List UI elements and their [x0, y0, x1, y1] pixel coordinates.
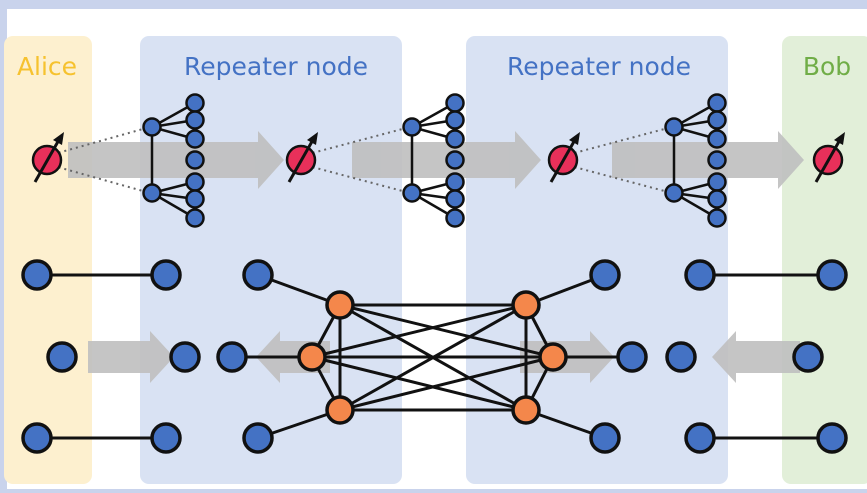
- memory-qubit: [297, 342, 327, 372]
- qubit-nodes: [21, 259, 848, 454]
- matter-qubit: [21, 259, 53, 291]
- matter-qubit: [684, 422, 716, 454]
- spin-qubit-icon: [547, 132, 580, 183]
- transfer-arrow-icon: [712, 331, 800, 383]
- matter-qubit: [816, 259, 848, 291]
- matter-qubit: [816, 422, 848, 454]
- graph-state-icon: [142, 93, 205, 228]
- top-transfer-arrows: [68, 131, 804, 189]
- matter-qubit: [792, 341, 824, 373]
- matter-qubit: [616, 341, 648, 373]
- spin-qubit-icon: [31, 132, 64, 183]
- bob-panel: [782, 36, 867, 484]
- matter-qubit: [665, 341, 697, 373]
- matter-qubit: [150, 259, 182, 291]
- matter-qubit: [150, 422, 182, 454]
- diagram-background: [7, 9, 867, 489]
- spin-photon-links: [46, 126, 673, 194]
- transfer-arrow-icon: [88, 331, 174, 383]
- matter-qubit: [589, 259, 621, 291]
- matter-qubit: [684, 259, 716, 291]
- matter-qubit: [589, 422, 621, 454]
- transfer-arrow-icon: [68, 131, 284, 189]
- graph-state-icon: [402, 93, 465, 228]
- alice-label: Alice: [17, 52, 77, 81]
- spin-qubits: [31, 132, 845, 183]
- repeater-node-label: Repeater node: [507, 52, 691, 81]
- memory-qubit: [325, 395, 355, 425]
- matter-qubit: [21, 422, 53, 454]
- repeater-node-panel-1: [140, 36, 402, 484]
- spin-qubit-icon: [285, 132, 318, 183]
- memory-qubit: [538, 342, 568, 372]
- matter-qubit: [242, 259, 274, 291]
- alice-panel: [4, 36, 92, 484]
- memory-qubit: [325, 290, 355, 320]
- repeater-node-label: Repeater node: [184, 52, 368, 81]
- graph-state-icon: [664, 93, 727, 228]
- bob-label: Bob: [803, 52, 851, 81]
- matter-qubit: [216, 341, 248, 373]
- graph-states: [142, 93, 727, 228]
- memory-qubit: [511, 395, 541, 425]
- repeater-node-panel-2: [466, 36, 728, 484]
- matter-qubit: [46, 341, 78, 373]
- matter-qubit: [169, 341, 201, 373]
- memory-qubit: [511, 290, 541, 320]
- spin-qubit-icon: [812, 132, 845, 183]
- matter-qubit: [242, 422, 274, 454]
